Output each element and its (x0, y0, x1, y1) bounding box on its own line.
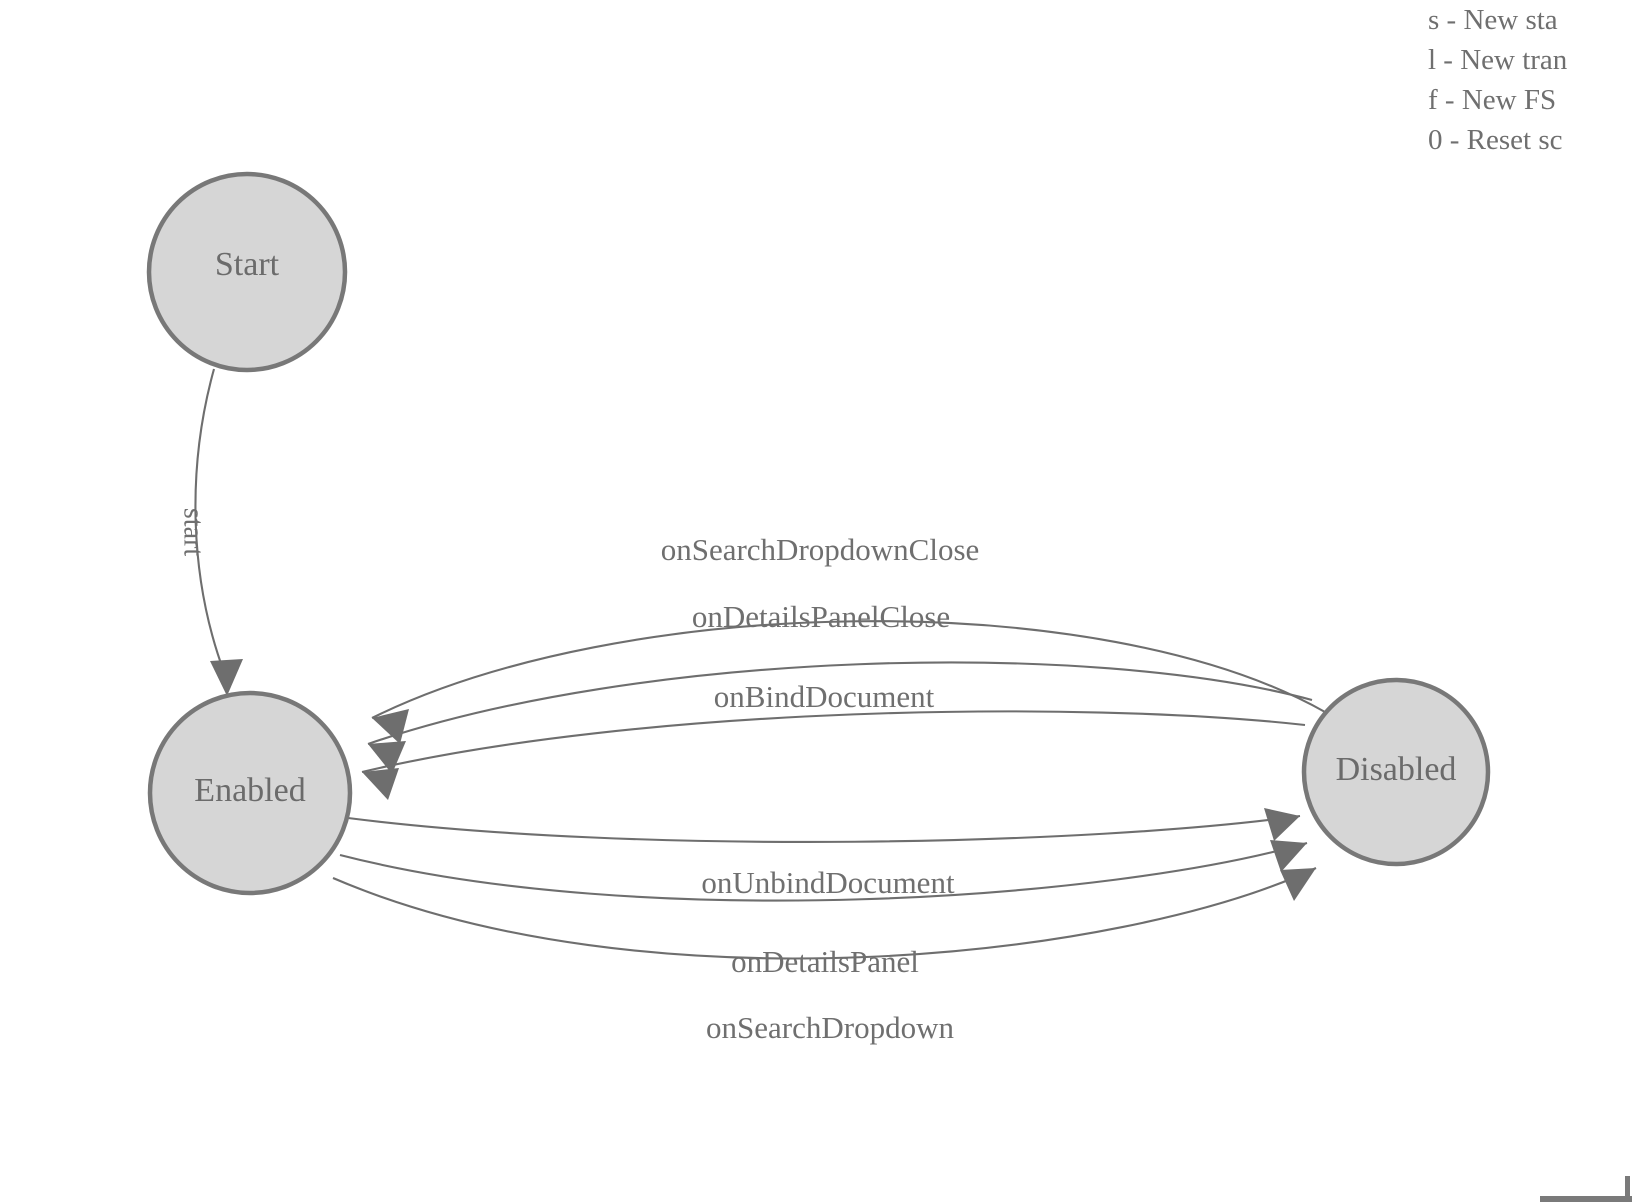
legend-line-new-transition: l - New tran (1428, 44, 1568, 76)
edge-on-search-dropdown-close[interactable] (371, 620, 1326, 719)
arrowhead-on-search-dropdown-close (372, 709, 409, 744)
legend-line-new-fsm: f - New FS (1428, 84, 1557, 116)
edge-label-on-details-panel: onDetailsPanel (731, 944, 919, 979)
edge-start[interactable] (194, 368, 225, 673)
edge-label-on-search-dropdown-close: onSearchDropdownClose (661, 532, 980, 567)
arrowhead-on-bind-document (362, 768, 399, 800)
scroll-corner-marker[interactable] (1540, 1176, 1632, 1204)
legend-line-reset: 0 - Reset sc (1428, 124, 1563, 156)
arrowhead-on-details-panel (1270, 840, 1307, 872)
arrowhead-on-details-panel-close (368, 741, 406, 774)
edge-label-on-bind-document: onBindDocument (714, 679, 935, 714)
edge-label-on-unbind-document: onUnbindDocument (701, 865, 955, 900)
edge-on-unbind-document[interactable] (347, 814, 1301, 844)
state-node-enabled[interactable] (147, 690, 353, 896)
legend-line-new-state: s - New sta (1428, 4, 1558, 36)
vertical-scroll-edge[interactable] (1625, 1176, 1630, 1202)
edge-on-details-panel-close[interactable] (367, 661, 1313, 745)
state-node-disabled[interactable] (1301, 677, 1491, 867)
edge-on-details-panel[interactable] (339, 841, 1308, 902)
edge-label-on-details-panel-close: onDetailsPanelClose (692, 599, 950, 634)
state-label-start: Start (215, 246, 280, 283)
help-legend: s - New sta l - New tran f - New FS 0 - … (1428, 0, 1632, 160)
arrowhead-on-search-dropdown (1280, 868, 1316, 901)
arrowhead-on-unbind-document (1264, 808, 1300, 841)
arrowhead-start (210, 659, 243, 696)
edge-label-start: start (178, 508, 209, 556)
state-label-enabled: Enabled (194, 772, 305, 809)
edge-label-on-search-dropdown: onSearchDropdown (706, 1010, 954, 1045)
edge-on-bind-document[interactable] (361, 710, 1306, 774)
state-node-start[interactable] (146, 171, 348, 373)
state-label-disabled: Disabled (1336, 751, 1457, 788)
edge-on-search-dropdown[interactable] (332, 867, 1317, 960)
horizontal-scroll-edge[interactable] (1540, 1196, 1632, 1202)
